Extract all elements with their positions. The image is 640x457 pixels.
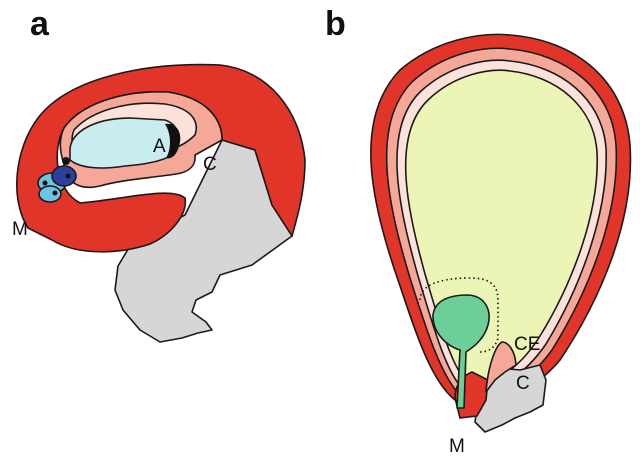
panel-b: b CE C M (325, 5, 630, 457)
nucleus-dot-1 (62, 157, 70, 165)
panel-a: a A C M (12, 5, 305, 342)
label-b-chalaza: C (516, 373, 530, 394)
label-b-micropyle: M (449, 436, 465, 457)
panel-a-letter: a (30, 5, 50, 43)
label-a-chalaza: C (203, 154, 217, 175)
nucleus-dot-3 (53, 191, 58, 196)
nucleus-dot-2 (43, 181, 48, 186)
egg-cell-a (52, 166, 76, 186)
panel-b-letter: b (325, 5, 346, 43)
label-a-micropyle: M (12, 219, 28, 240)
nucleus-dot-4 (66, 174, 71, 179)
label-b-central-cell: CE (514, 334, 540, 355)
label-a-anther: A (153, 136, 166, 157)
synergid-cell-upper-a (39, 186, 61, 202)
